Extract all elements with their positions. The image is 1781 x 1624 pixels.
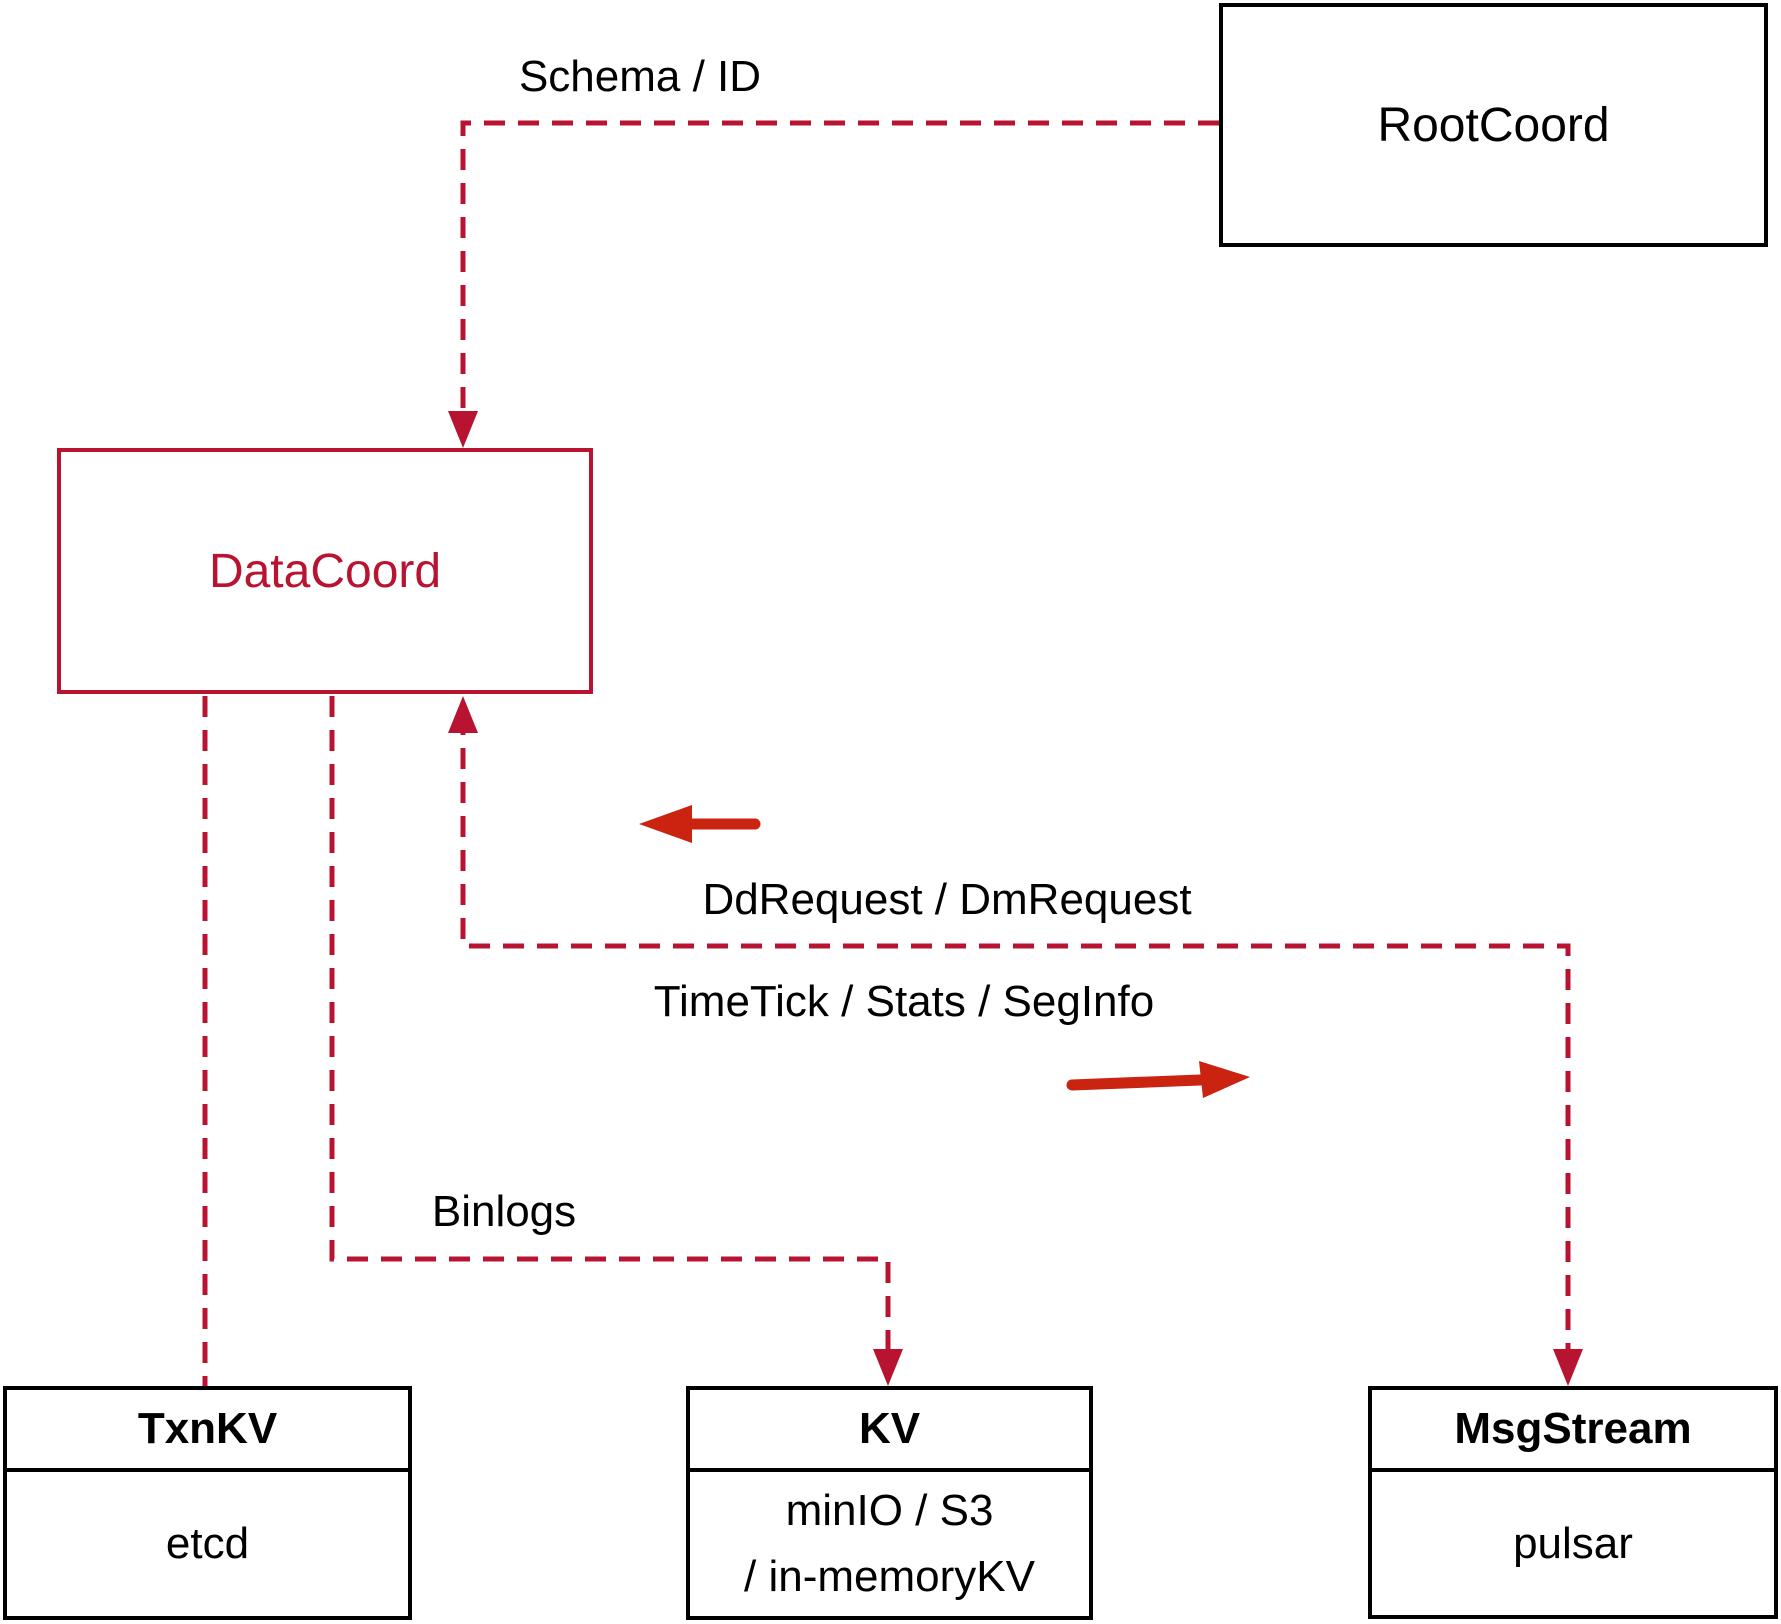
msgstream-title: MsgStream: [1372, 1390, 1774, 1472]
schema-id-arrowhead-icon: [448, 411, 478, 448]
datacoord-node: DataCoord: [57, 448, 593, 694]
right-solid-arrow-icon: [1066, 1061, 1250, 1098]
timetick-edge-label: TimeTick / Stats / SegInfo: [653, 977, 1155, 1026]
kv-body-line1: minIO / S3: [785, 1486, 994, 1535]
rootcoord-label: RootCoord: [1377, 98, 1610, 152]
msgstream-node: MsgStream pulsar: [1368, 1386, 1778, 1619]
left-solid-arrow-icon: [639, 805, 761, 843]
datacoord-label: DataCoord: [208, 544, 442, 598]
txnkv-body: etcd: [165, 1519, 250, 1568]
datacoord-arrowhead-icon: [448, 696, 478, 733]
schema-id-edge: [460, 120, 1219, 430]
kv-title: KV: [690, 1390, 1089, 1472]
binlogs-edge: [329, 696, 891, 1368]
msgstream-arrowhead-icon: [1553, 1349, 1583, 1386]
txnkv-title: TxnKV: [7, 1390, 408, 1472]
msgstream-body: pulsar: [1513, 1518, 1633, 1568]
binlogs-arrowhead-icon: [873, 1349, 903, 1386]
ddrequest-edge-label: DdRequest / DmRequest: [702, 875, 1192, 924]
binlogs-edge-label: Binlogs: [431, 1187, 577, 1236]
kv-body-line2: / in-memoryKV: [744, 1552, 1035, 1601]
rootcoord-node: RootCoord: [1219, 3, 1768, 247]
kv-node: KV minIO / S3 / in-memoryKV: [686, 1386, 1093, 1620]
schema-id-edge-label: Schema / ID: [518, 52, 762, 101]
ddrequest-timetick-edge: [460, 714, 1571, 1368]
txnkv-node: TxnKV etcd: [3, 1386, 412, 1620]
